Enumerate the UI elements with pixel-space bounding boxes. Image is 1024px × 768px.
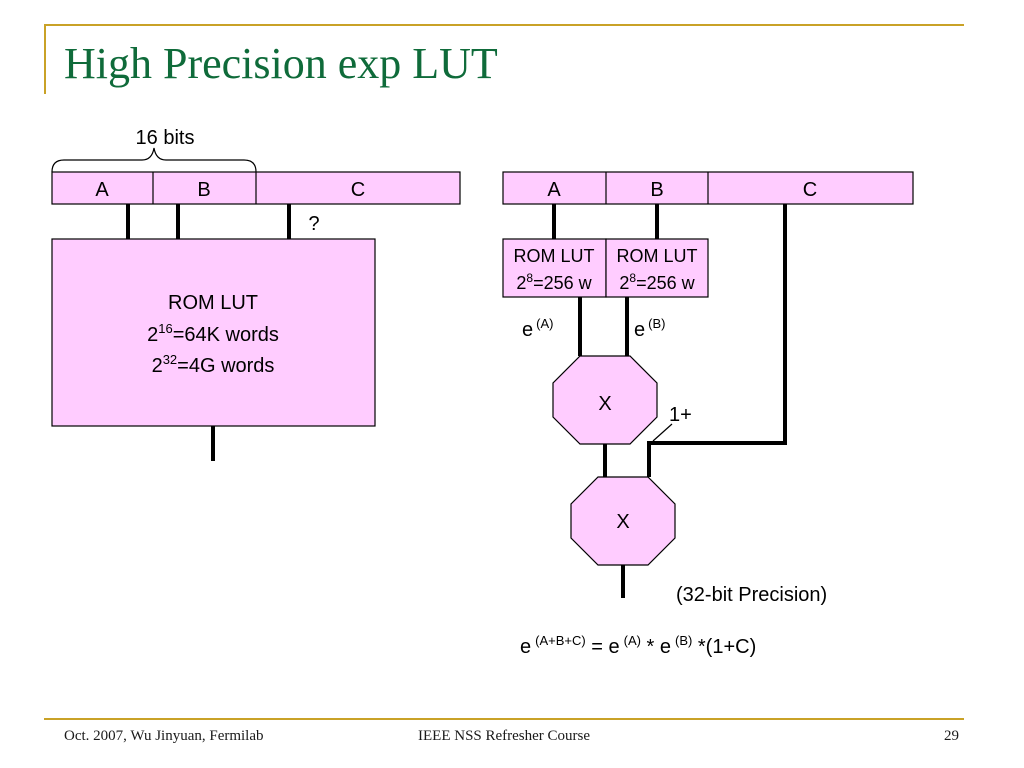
right-field-c: C [803, 179, 817, 201]
left-rom-line3: 232=4G words [152, 352, 275, 377]
bottom-rule [44, 718, 964, 720]
footer-center: IEEE NSS Refresher Course [418, 728, 591, 744]
multiplier-2-label: X [616, 511, 629, 533]
one-plus-leader [652, 423, 673, 442]
rom-b-line2: 28=256 w [619, 271, 695, 293]
exp-b-label: e(B) [634, 316, 665, 341]
one-plus-label: 1+ [669, 404, 692, 426]
left-field-b: B [197, 179, 210, 201]
page-number: 29 [944, 728, 959, 744]
slide-title: High Precision exp LUT [64, 39, 498, 88]
top-rule [44, 24, 964, 26]
width-brace [51, 147, 257, 173]
width-label: 16 bits [136, 127, 195, 149]
rom-lut-b: ROM LUT 28=256 w [605, 238, 709, 298]
multiplier-2: X [570, 476, 676, 566]
exp-a-label: e(A) [522, 316, 553, 341]
right-field-b: B [650, 179, 663, 201]
left-rom-lut: ROM LUT 216=64K words 232=4G words [51, 238, 376, 427]
rom-a-line2: 28=256 w [516, 271, 592, 293]
multiplier-1: X [552, 355, 658, 445]
left-rom-line1: ROM LUT [168, 292, 258, 314]
question-mark: ? [308, 213, 319, 235]
wire-c-path [647, 204, 787, 477]
multiplier-1-label: X [598, 393, 611, 415]
right-field-a: A [547, 179, 561, 201]
footer-left: Oct. 2007, Wu Jinyuan, Fermilab [64, 728, 264, 744]
exp-formula: e(A+B+C) = e(A) * e(B) *(1+C) [520, 633, 756, 658]
left-field-c: C [351, 179, 365, 201]
left-rule [44, 24, 46, 94]
left-input-register: A B C [51, 171, 461, 205]
left-field-a: A [95, 179, 109, 201]
rom-b-line1: ROM LUT [617, 246, 698, 266]
right-input-register: A B C [502, 171, 914, 205]
left-rom-line2: 216=64K words [147, 321, 279, 346]
rom-lut-a: ROM LUT 28=256 w [502, 238, 607, 298]
rom-a-line1: ROM LUT [514, 246, 595, 266]
precision-note: (32-bit Precision) [676, 584, 827, 606]
